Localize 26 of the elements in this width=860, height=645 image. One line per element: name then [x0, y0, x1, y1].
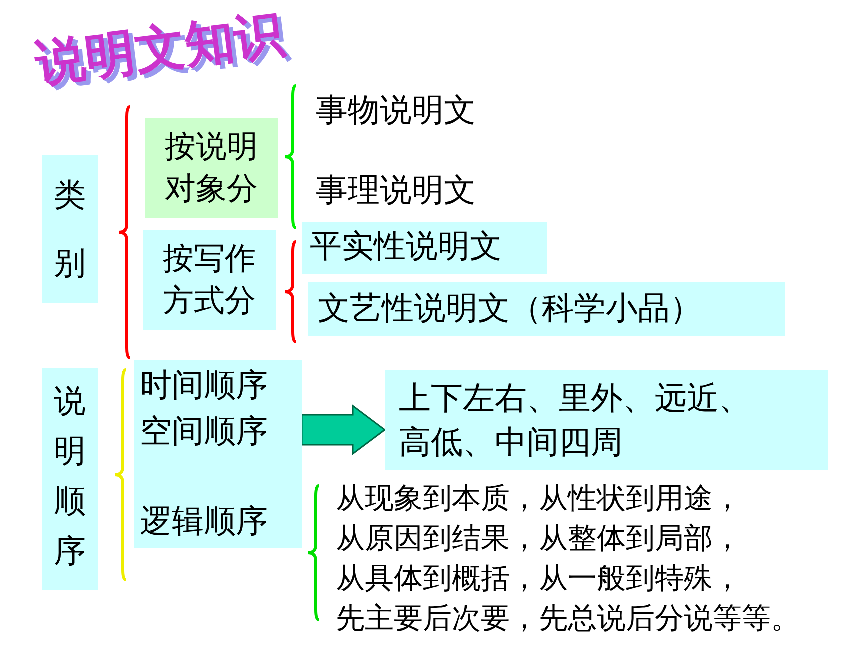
box-label: 时间顺序 [140, 365, 269, 406]
order-box [134, 360, 302, 548]
box-label: 类别 [53, 175, 87, 284]
category-box [42, 368, 98, 590]
type-box [302, 222, 547, 274]
category-box [143, 230, 276, 330]
title: 说明文知识 [32, 4, 288, 94]
box-label: 空间顺序 [140, 411, 269, 452]
box-label: 说明顺序 [53, 381, 87, 572]
text-line: 从原因到结果，从整体到局部， [336, 520, 743, 557]
category-box [145, 118, 278, 218]
box-label: 文艺性说明文（科学小品） [318, 288, 703, 329]
box-label: 按写作方式分 [162, 240, 257, 321]
type-box [308, 282, 785, 336]
example-box [385, 370, 828, 470]
text-line: 从具体到概括，从一般到特殊， [336, 560, 743, 597]
category-box [42, 155, 98, 303]
box-label: 逻辑顺序 [140, 501, 269, 542]
box-label: 上下左右、里外、远近、高低、中间四周 [399, 378, 752, 463]
text-label: 事理说明文 [316, 170, 516, 214]
text-line: 先主要后次要，先总说后分说等等。 [336, 600, 801, 637]
block-arrow [301, 404, 386, 456]
text-label: 事物说明文 [316, 90, 516, 134]
text-line: 从现象到本质，从性状到用途， [336, 480, 743, 517]
box-label: 平实性说明文 [310, 226, 503, 267]
box-label: 按说明对象分 [164, 128, 259, 209]
